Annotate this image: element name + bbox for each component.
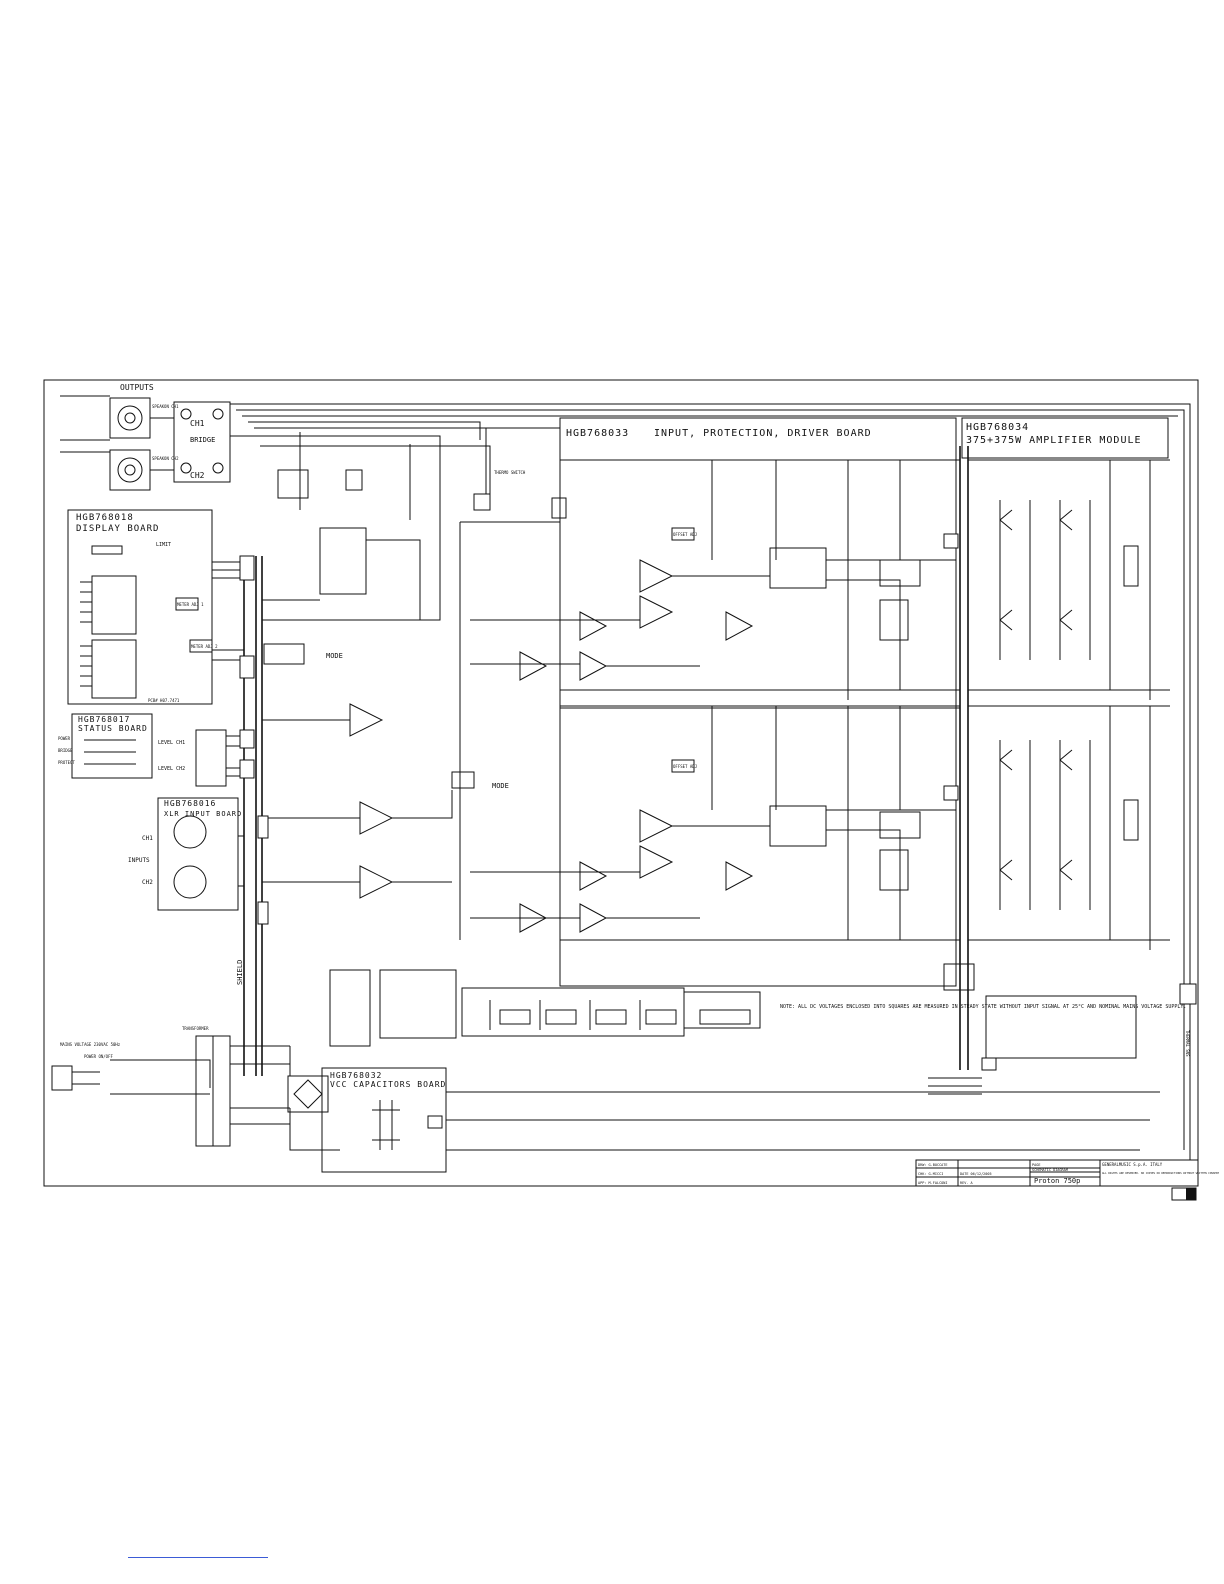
input-ch1-label: CH1 — [142, 835, 153, 842]
level-ch1-label: LEVEL CH1 — [158, 740, 185, 746]
svg-text:OFFSET ADJ: OFFSET ADJ — [673, 764, 697, 769]
svg-text:SPEAKON CH1: SPEAKON CH1 — [152, 404, 179, 409]
drw-field: DRW: G.BOCCATE — [918, 1163, 948, 1167]
ch1-label: CH1 — [190, 419, 205, 428]
driver-board: HGB768033 INPUT, PROTECTION, DRIVER BOAR… — [559, 417, 957, 987]
input-ch2-label: CH2 — [142, 879, 153, 886]
product-name: Proton 750p — [1034, 1177, 1080, 1185]
app-field: APP: M.FALCONI — [918, 1181, 948, 1185]
binding-posts: CH1 BRIDGE CH2 — [173, 401, 231, 483]
shield-label: SHIELD — [236, 960, 244, 985]
sheet-border — [43, 379, 1199, 1187]
svg-text:BRIDGE: BRIDGE — [58, 748, 73, 753]
xlr-input-board: HGB768016 XLR INPUT BOARD CH1 CH2 INPUTS — [128, 797, 242, 911]
svg-text:SPEAKON CH2: SPEAKON CH2 — [152, 456, 179, 461]
outputs-label: OUTPUTS — [120, 383, 154, 392]
meter-adj-2 — [189, 639, 213, 653]
status-board-code: HGB768017 — [78, 715, 130, 724]
xlr-board-code: HGB768016 — [164, 799, 216, 808]
display-board-code: HGB768018 — [76, 513, 134, 523]
drawing-label: SCHEMATIC DIAGRAM — [1032, 1168, 1068, 1172]
mode-label-2: MODE — [492, 782, 509, 790]
svg-text:METER ADJ 2: METER ADJ 2 — [191, 644, 218, 649]
vcc-board-name: VCC CAPACITORS BOARD — [330, 1080, 446, 1089]
mains-plug — [51, 1065, 73, 1091]
chk-field: CHK: G.MICCI — [918, 1172, 943, 1176]
limit-label: LIMIT — [156, 542, 171, 548]
title-block: DRW: G.BOCCATE CHK: G.MICCI APP: M.FALCO… — [915, 1159, 1220, 1201]
svg-text:METER ADJ 1: METER ADJ 1 — [177, 602, 204, 607]
status-board: HGB768017 STATUS BOARD POWER BRIDGE PROT… — [58, 713, 153, 779]
svg-text:THERMO SWITCH: THERMO SWITCH — [494, 470, 526, 475]
offset-adj-2 — [671, 759, 695, 773]
svg-text:POWER: POWER — [58, 736, 71, 741]
level-ch2-label: LEVEL CH2 — [158, 766, 185, 772]
mode-label-1: MODE — [326, 652, 343, 660]
speakon-ch2: SPEAKON CH2 — [109, 449, 179, 491]
status-board-name: STATUS BOARD — [78, 724, 148, 733]
bridge-label: BRIDGE — [190, 436, 215, 444]
rev-field: REV. A — [960, 1181, 974, 1185]
svg-text:PCB# H07.7471: PCB# H07.7471 — [148, 698, 180, 703]
display-board: HGB768018 DISPLAY BOARD LIMIT METER ADJ … — [67, 509, 218, 705]
offset-adj-1 — [671, 527, 695, 541]
mains-label: MAINS VOLTAGE 230VAC 50Hz — [60, 1042, 121, 1047]
xlr-board-name: XLR INPUT BOARD — [164, 810, 242, 818]
thermo-switch — [473, 493, 491, 511]
power-onoff-label: POWER ON/OFF — [84, 1054, 113, 1059]
rights-notice: ALL RIGHTS ARE RESERVED. NO COPIES OR RE… — [1102, 1171, 1220, 1175]
display-board-name: DISPLAY BOARD — [76, 524, 159, 534]
amp-module-code: HGB768034 — [966, 422, 1029, 433]
svg-text:OFFSET ADJ: OFFSET ADJ — [673, 532, 697, 537]
vcc-board-code: HGB768032 — [330, 1071, 382, 1080]
speakon-ch1: SPEAKON CH1 — [109, 397, 179, 439]
svg-text:PROTECT: PROTECT — [58, 760, 75, 765]
transformer-label: TRANSFORMER — [182, 1026, 209, 1031]
company-name: GENERALMUSIC S.p.A. ITALY — [1102, 1162, 1163, 1167]
date-field: DATE 06/12/2005 — [960, 1172, 992, 1176]
page-field: PAGE — [1032, 1163, 1040, 1167]
driver-board-code: HGB768033 — [566, 428, 629, 439]
driver-board-name: INPUT, PROTECTION, DRIVER BOARD — [654, 428, 872, 439]
thermal-sensor-label: THERMAL SNS — [1185, 1030, 1190, 1057]
ch2-label: CH2 — [190, 471, 205, 480]
amp-module-name: 375+375W AMPLIFIER MODULE — [966, 435, 1142, 446]
inputs-label: INPUTS — [128, 857, 150, 864]
voltage-note: NOTE: ALL DC VOLTAGES ENCLOSED INTO SQUA… — [780, 1004, 1186, 1010]
amp-module: HGB768034 375+375W AMPLIFIER MODULE — [961, 417, 1169, 459]
meter-adj-1 — [175, 597, 199, 611]
footer-link-underline — [128, 1557, 268, 1558]
